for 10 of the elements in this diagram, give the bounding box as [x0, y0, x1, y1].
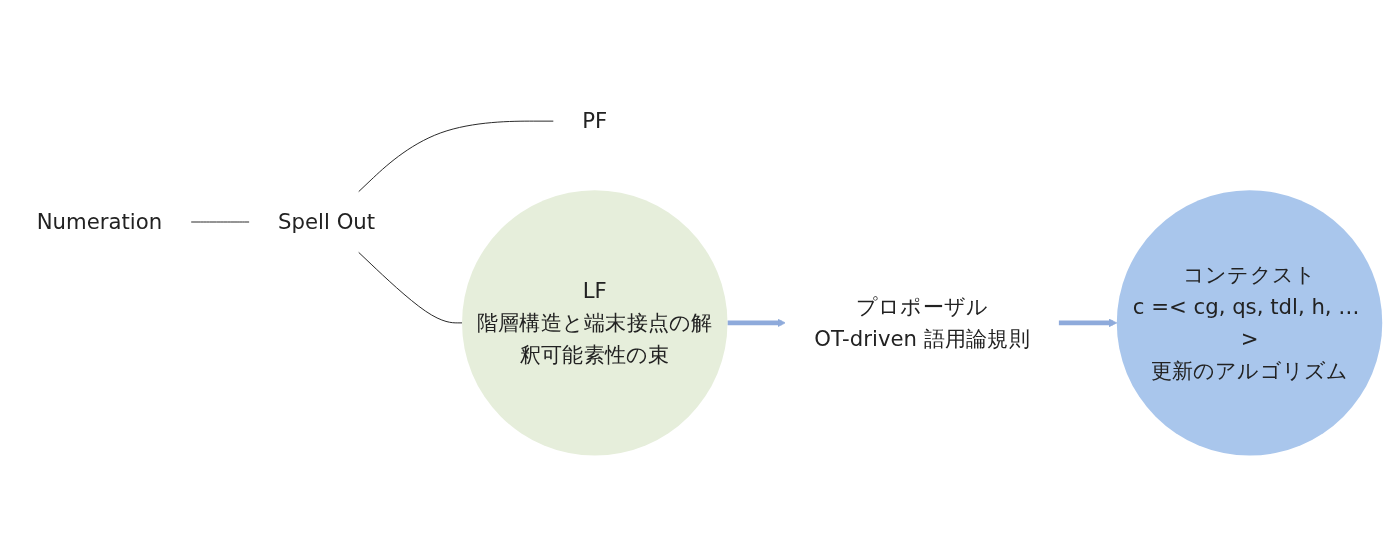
- arrow: [727, 318, 786, 327]
- arrow: [1058, 318, 1118, 327]
- connector: [358, 251, 463, 324]
- node-text: PF: [582, 108, 608, 134]
- node-text: Numeration: [36, 209, 163, 234]
- node-text: Spell Out: [278, 209, 376, 234]
- connector: [358, 120, 554, 192]
- node-circle: LF 階層構造と端末接点の解釈可能素性の束: [462, 190, 728, 456]
- node-text: プロポーザル OT-driven 語用論規則: [814, 294, 1030, 351]
- node-circle: コンテクスト c =< cg, qs, tdl, h, … > 更新のアルゴリズム: [1116, 190, 1383, 456]
